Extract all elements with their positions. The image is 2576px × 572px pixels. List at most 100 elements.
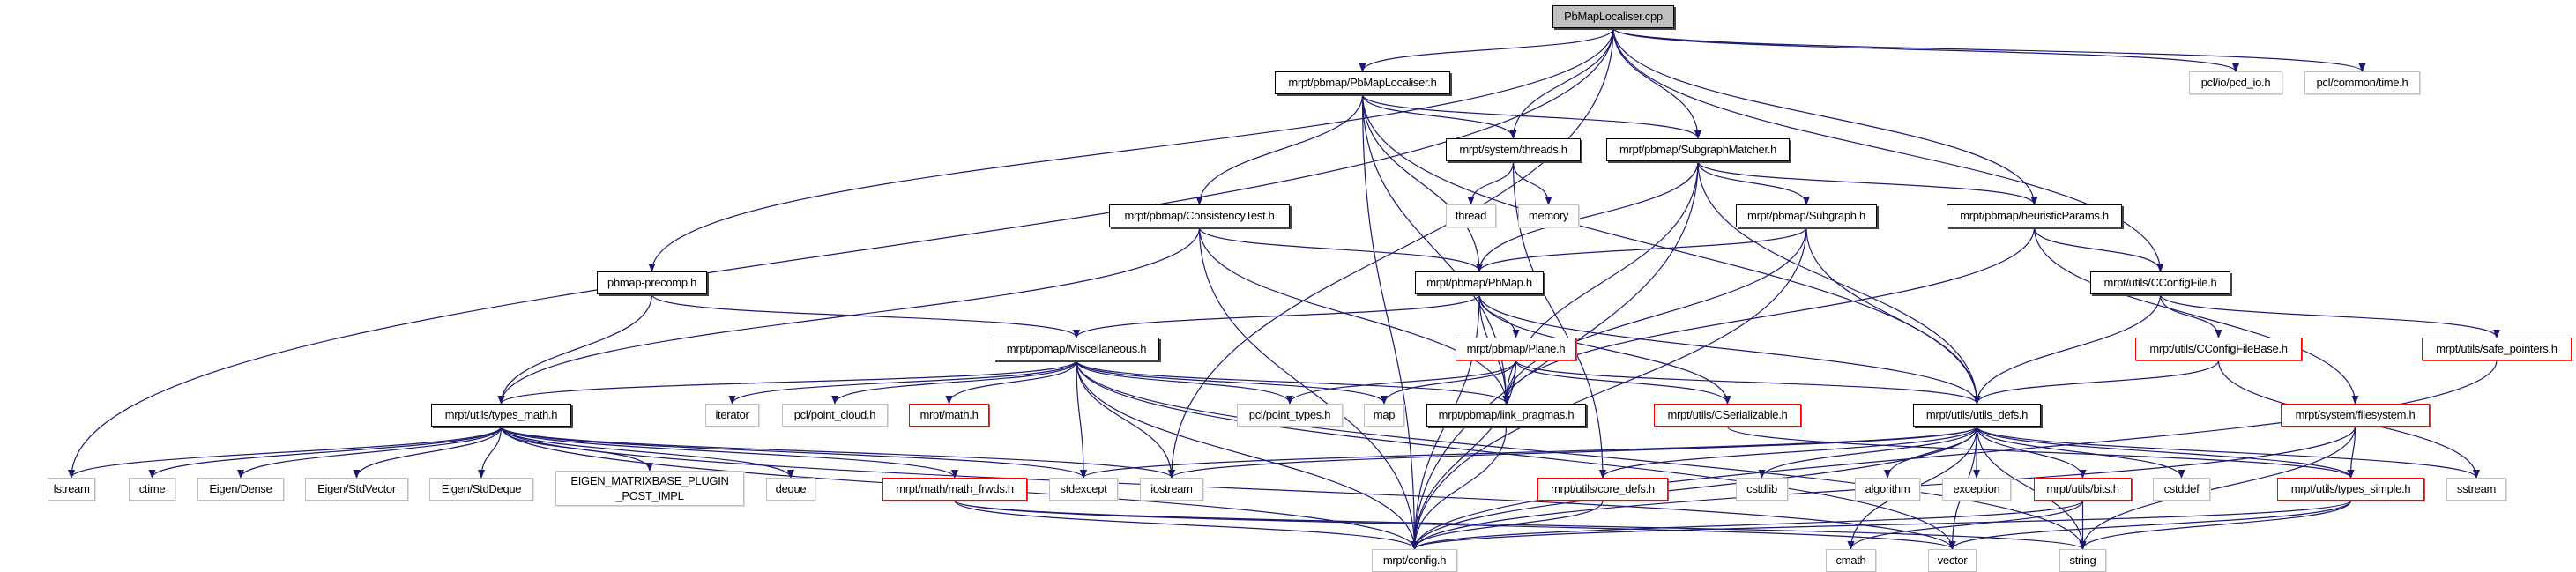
node-mrpt-math[interactable]: mrpt/math.h xyxy=(909,404,989,427)
edge-Miscellaneous-to-vector xyxy=(1076,360,1956,550)
node-cconfigfilebase[interactable]: mrpt/utils/CConfigFileBase.h xyxy=(2135,338,2302,360)
node-plane[interactable]: mrpt/pbmap/Plane.h xyxy=(1456,338,1576,360)
edge-precomp-to-types_math xyxy=(497,293,653,405)
node-point-types[interactable]: pcl/point_types.h xyxy=(1237,404,1343,427)
edge-root-to-precomp xyxy=(648,27,1614,272)
node-eigen-stdvector[interactable]: Eigen/StdVector xyxy=(305,478,408,501)
edge-PbMap-to-CSerializable xyxy=(1478,293,1731,405)
node-fstream[interactable]: fstream xyxy=(48,478,95,501)
edge-Miscellaneous-to-stdexcept xyxy=(1076,360,1087,479)
node-cstddef[interactable]: cstddef xyxy=(2153,478,2210,501)
edge-Miscellaneous-to-math_h xyxy=(945,360,1077,405)
edge-Miscellaneous-to-point_cloud xyxy=(831,360,1077,405)
node-heuristicparams[interactable]: mrpt/pbmap/heuristicParams.h xyxy=(1947,204,2122,227)
node-utils-defs[interactable]: mrpt/utils/utils_defs.h xyxy=(1913,404,2041,427)
edge-utils_defs-to-cstdlib xyxy=(1758,426,1978,479)
node-iostream[interactable]: iostream xyxy=(1140,478,1203,501)
edge-Miscellaneous-to-string xyxy=(1076,360,2087,550)
node-types-math[interactable]: mrpt/utils/types_math.h xyxy=(431,404,571,427)
edge-SubgraphMatcher-to-PbMap xyxy=(1476,160,1699,272)
edge-Miscellaneous-to-map xyxy=(1076,360,1388,405)
edge-Plane-to-config xyxy=(1411,360,1517,550)
edge-types_math-to-deque xyxy=(500,426,794,479)
edge-Miscellaneous-to-link_pragmas xyxy=(1076,360,1510,405)
node-pcl-time[interactable]: pcl/common/time.h xyxy=(2304,71,2420,94)
edge-ConsistencyTest-to-link_pragmas xyxy=(1198,227,1510,405)
edge-types_simple-to-string xyxy=(2079,500,2352,550)
edge-types_math-to-fstream xyxy=(68,426,503,479)
edge-filesystem-to-types_simple xyxy=(2347,426,2356,479)
node-cmath[interactable]: cmath xyxy=(1826,549,1876,572)
edge-utils_defs-to-core_defs xyxy=(1599,426,1978,479)
edge-utils_defs-to-iostream xyxy=(1168,426,1978,479)
edge-utils_defs-to-string xyxy=(1976,426,2087,550)
node-string[interactable]: string xyxy=(2059,549,2106,572)
node-cstdlib[interactable]: cstdlib xyxy=(1736,478,1788,501)
edge-Subgraph-to-PbMap xyxy=(1476,227,1807,272)
edge-Subgraph-to-link_pragmas xyxy=(1502,227,1807,405)
edge-root-to-heuristicParams xyxy=(1612,27,2038,205)
edge-root-to-time_h xyxy=(1612,27,2366,72)
node-config[interactable]: mrpt/config.h xyxy=(1372,549,1457,572)
edge-Miscellaneous-to-iostream xyxy=(1076,360,1175,479)
node-algorithm[interactable]: algorithm xyxy=(1855,478,1920,501)
edge-PbMapLocaliser_h-to-config xyxy=(1361,93,1418,550)
node-eigen-matrixbase-plugin[interactable]: EIGEN_MATRIXBASE_PLUGIN _POST_IMPL xyxy=(555,471,744,506)
node-pcd-io[interactable]: pcl/io/pcd_io.h xyxy=(2189,71,2282,94)
node-root-file[interactable]: PbMapLocaliser.cpp xyxy=(1552,5,1674,28)
edge-math_frwds-to-string xyxy=(954,500,2087,550)
node-sstream[interactable]: sstream xyxy=(2446,478,2506,501)
edge-CConfigFile-to-CConfigFileBase xyxy=(2159,293,2222,338)
node-memory[interactable]: memory xyxy=(1518,204,1579,227)
node-deque[interactable]: deque xyxy=(766,478,815,501)
node-map[interactable]: map xyxy=(1364,404,1404,427)
node-subgraph[interactable]: mrpt/pbmap/Subgraph.h xyxy=(1736,204,1877,227)
edge-Subgraph-to-config xyxy=(1411,227,1807,550)
node-bits[interactable]: mrpt/utils/bits.h xyxy=(2034,478,2132,501)
edge-PbMap-to-Miscellaneous xyxy=(1073,293,1480,338)
node-cserializable[interactable]: mrpt/utils/CSerializable.h xyxy=(1654,404,1801,427)
edge-root-to-fstream xyxy=(68,27,1614,479)
node-point-cloud[interactable]: pcl/point_cloud.h xyxy=(782,404,888,427)
edge-PbMapLocaliser_h-to-ConsistencyTest xyxy=(1195,93,1364,205)
node-ctime[interactable]: ctime xyxy=(129,478,175,501)
edge-threads-to-thread xyxy=(1467,160,1515,205)
node-eigen-dense[interactable]: Eigen/Dense xyxy=(197,478,284,501)
edge-root-to-CConfigFile xyxy=(1612,27,2164,272)
edge-bits-to-config xyxy=(1411,500,2084,550)
node-vector[interactable]: vector xyxy=(1928,549,1977,572)
node-types-simple[interactable]: mrpt/utils/types_simple.h xyxy=(2277,478,2424,501)
edge-CConfigFileBase-to-utils_defs xyxy=(1973,360,2220,405)
node-pbmap[interactable]: mrpt/pbmap/PbMap.h xyxy=(1415,271,1544,294)
edge-CConfigFile-to-safe_pointers xyxy=(2159,293,2500,338)
node-link-pragmas[interactable]: mrpt/pbmap/link_pragmas.h xyxy=(1426,404,1586,427)
node-thread[interactable]: thread xyxy=(1446,204,1496,227)
edge-SubgraphMatcher-to-heuristicParams xyxy=(1697,160,2038,205)
node-subgraphmatcher[interactable]: mrpt/pbmap/SubgraphMatcher.h xyxy=(1606,138,1790,161)
edge-Miscellaneous-to-point_types xyxy=(1076,360,1293,405)
node-pbmap-precomp[interactable]: pbmap-precomp.h xyxy=(597,271,707,294)
node-cconfigfile[interactable]: mrpt/utils/CConfigFile.h xyxy=(2090,271,2230,294)
node-math-frwds[interactable]: mrpt/math/math_frwds.h xyxy=(882,478,1027,501)
node-iterator[interactable]: iterator xyxy=(705,404,759,427)
edge-root-to-threads xyxy=(1509,27,1614,139)
node-stdexcept[interactable]: stdexcept xyxy=(1049,478,1118,501)
edge-PbMapLocaliser_h-to-PbMap xyxy=(1361,93,1483,272)
node-threads[interactable]: mrpt/system/threads.h xyxy=(1446,138,1581,161)
edge-utils_defs-to-sstream xyxy=(1976,426,2480,479)
edge-Miscellaneous-to-config xyxy=(1076,360,1418,550)
node-safe-pointers[interactable]: mrpt/utils/safe_pointers.h xyxy=(2422,338,2572,360)
edge-PbMap-to-utils_defs xyxy=(1478,293,1981,405)
node-eigen-stddeque[interactable]: Eigen/StdDeque xyxy=(429,478,533,501)
node-core-defs[interactable]: mrpt/utils/core_defs.h xyxy=(1537,478,1668,501)
edge-SubgraphMatcher-to-utils_defs xyxy=(1697,160,1981,405)
edge-Plane-to-point_types xyxy=(1286,360,1517,405)
edge-utils_defs-to-cstddef xyxy=(1976,426,2185,479)
edge-types_simple-to-config xyxy=(1411,500,2352,550)
node-pbmaplocaliser-h[interactable]: mrpt/pbmap/PbMapLocaliser.h xyxy=(1275,71,1450,94)
node-filesystem[interactable]: mrpt/system/filesystem.h xyxy=(2281,404,2430,427)
node-exception[interactable]: exception xyxy=(1942,478,2011,501)
node-consistencytest[interactable]: mrpt/pbmap/ConsistencyTest.h xyxy=(1109,204,1290,227)
node-miscellaneous[interactable]: mrpt/pbmap/Miscellaneous.h xyxy=(994,338,1159,360)
